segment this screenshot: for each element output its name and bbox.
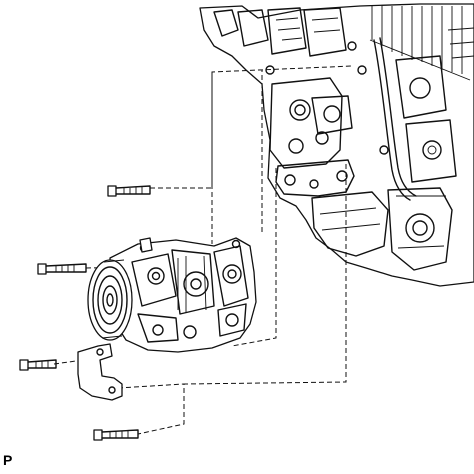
ac-compressor [87, 237, 257, 353]
figure-corner-label: P [3, 452, 13, 468]
engine-block [199, 3, 474, 287]
bolt-2 [37, 263, 87, 275]
bolt-1 [107, 185, 151, 197]
bolt-4 [93, 429, 139, 441]
compressor-bracket [77, 343, 123, 401]
bolt-3 [19, 359, 57, 371]
